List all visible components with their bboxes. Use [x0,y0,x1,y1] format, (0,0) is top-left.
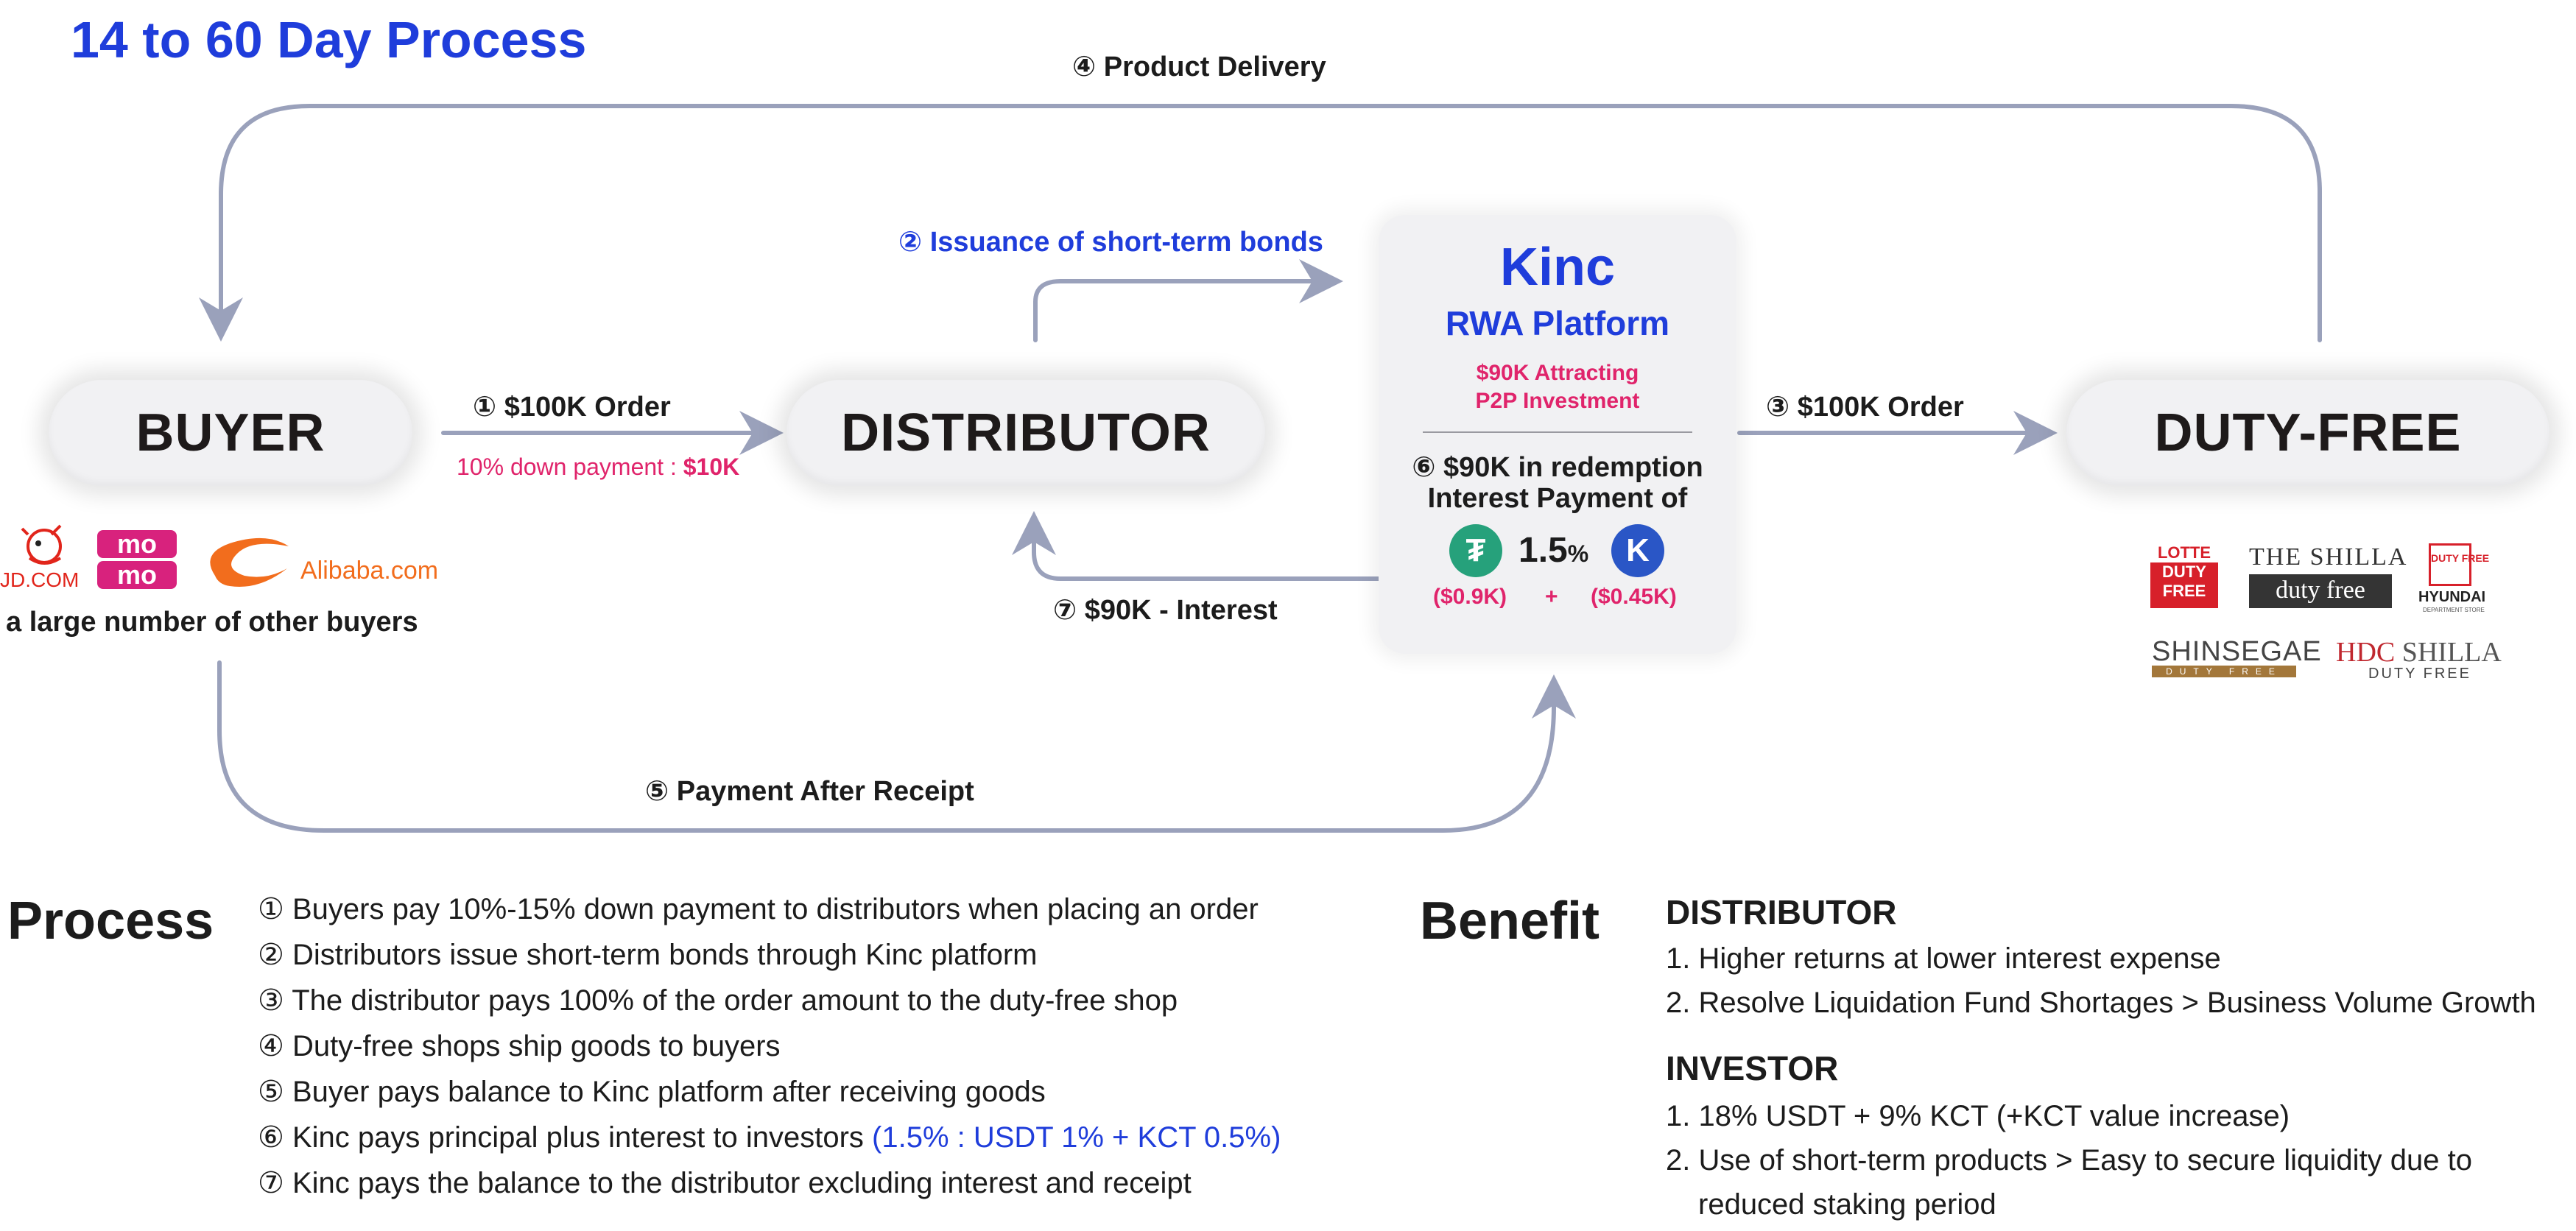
process-step-5: ⑤ Buyer pays balance to Kinc platform af… [258,1076,1046,1108]
kinc-attract: $90K Attracting P2P Investment [1379,359,1736,415]
kinc-title: Kinc [1499,238,1616,297]
arrow-issuance [1033,259,1343,342]
benefit-investor-item-2-cont: reduced staking period [1698,1188,1996,1221]
label-product-delivery: ④ Product Delivery [1072,52,1326,82]
momo-logo-top: mo [97,529,177,559]
kinc-attract-line2: P2P Investment [1475,389,1640,413]
plus-sign: + [1545,585,1558,609]
usdt-amount: ($0.9K) [1433,585,1507,609]
benefit-distributor-item-1: 1. Higher returns at lower interest expe… [1666,942,2221,975]
process-heading: Process [7,892,214,950]
kinc-redemption-line1: ⑥ $90K in redemption [1412,452,1703,483]
benefit-investor-item-2: 2. Use of short-term products > Easy to … [1666,1144,2472,1177]
lotte-duty-free-logo: LOTTE DUTY FREE [2150,543,2218,608]
kinc-subtitle: RWA Platform [1445,304,1670,342]
benefit-distributor-item-2: 2. Resolve Liquidation Fund Shortages > … [1666,987,2536,1019]
kinc-platform-box [1379,215,1736,654]
arrow-payment-after-receipt [217,660,1576,833]
benefit-distributor-heading: DISTRIBUTOR [1666,893,1897,931]
process-step-6: ⑥ Kinc pays principal plus interest to i… [258,1121,1281,1154]
shinsegae-logo: SHINSEGAE [2152,636,2322,667]
process-step-2: ② Distributors issue short-term bonds th… [258,939,1038,971]
label-payment-after-receipt: ⑤ Payment After Receipt [645,776,974,807]
process-step-1: ① Buyers pay 10%-15% down payment to dis… [258,893,1259,925]
shilla-logo: THE SHILLA [2249,543,2408,571]
process-step-4: ④ Duty-free shops ship goods to buyers [258,1030,781,1062]
hyundai-duty-free-box: DUTY FREE [2429,543,2489,586]
kinc-attract-line1: $90K Attracting [1476,361,1639,385]
label-interest-return: ⑦ $90K - Interest [1053,595,1278,626]
arrow-product-delivery [199,104,2322,342]
label-order-dutyfree: ③ $100K Order [1766,392,1964,423]
label-issuance: ② Issuance of short-term bonds [898,227,1323,258]
shilla-duty-free-badge: duty free [2249,574,2392,608]
hyundai-subtitle: DEPARTMENT STORE [2423,607,2485,613]
alibaba-logo: Alibaba.com [300,557,439,585]
label-down-payment: 10% down payment : $10K [457,454,740,480]
hdc-shilla-logo: HDC SHILLA [2336,637,2502,668]
jd-logo: JD.COM [0,568,80,591]
label-order-buyer: ① $100K Order [473,392,671,423]
kct-amount: ($0.45K) [1591,585,1677,609]
kinc-redemption-line2: Interest Payment of [1427,483,1688,514]
shinsegae-duty-free-bar: DUTY FREE [2152,666,2296,677]
other-buyers-label: a large number of other buyers [6,607,418,638]
node-distributor: DISTRIBUTOR [786,380,1265,486]
jd-dog-icon [21,524,62,565]
node-buyer: BUYER [49,380,412,486]
benefit-investor-heading: INVESTOR [1666,1049,1839,1087]
kct-icon: K [1611,524,1664,577]
interest-rate: 1.5% [1518,531,1589,570]
hdc-shilla-subtitle: DUTY FREE [2368,666,2471,682]
process-step-7: ⑦ Kinc pays the balance to the distribut… [258,1167,1192,1199]
hyundai-logo: HYUNDAI [2418,589,2486,605]
momo-logo-bottom: mo [97,560,177,590]
kinc-divider [1423,431,1692,433]
usdt-icon: ₮ [1449,524,1502,577]
process-step-3: ③ The distributor pays 100% of the order… [258,984,1178,1017]
page-title: 14 to 60 Day Process [71,11,587,68]
benefit-investor-item-1: 1. 18% USDT + 9% KCT (+KCT value increas… [1666,1100,2290,1132]
benefit-heading: Benefit [1420,892,1600,950]
arrow-interest-return [1012,511,1381,581]
node-duty-free: DUTY-FREE [2066,380,2549,486]
alibaba-mark-icon [210,537,289,587]
